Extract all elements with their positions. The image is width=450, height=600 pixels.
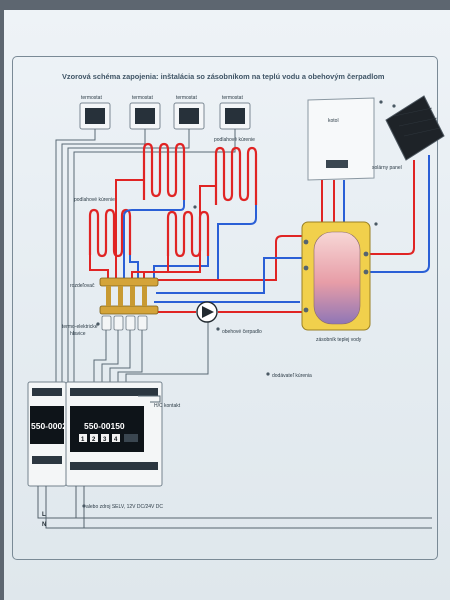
solar-panel: solárny panel xyxy=(372,95,445,171)
supply-main xyxy=(156,235,304,281)
wiring-diagram: termostat termostat termostat termostat xyxy=(27,95,445,529)
hc-contact-label: H/C kontakt xyxy=(154,403,181,409)
module-a-code: 550-00020 xyxy=(31,421,72,431)
heat-source-note: dodávateľ kúrenia xyxy=(266,372,312,379)
hc-contact: H/C kontakt xyxy=(138,395,181,409)
distributor-label: rozdeľovač xyxy=(70,283,95,289)
thermostat-4: termostat xyxy=(219,95,251,130)
line-n-label: N xyxy=(42,522,46,528)
heating-coil-2 xyxy=(214,146,258,205)
thermostat-3: termostat xyxy=(173,95,205,130)
power-note: alebo zdroj SELV, 12V DC/24V DC xyxy=(86,504,163,510)
thermostats: termostat termostat termostat termostat xyxy=(79,95,251,130)
thermostat-label-4: termostat xyxy=(222,95,243,101)
heating-coil-4 xyxy=(166,210,210,258)
heating-coils: podlahové kúrenie podlahové kúrenie xyxy=(74,137,258,258)
thermostat-label-2: termostat xyxy=(132,95,153,101)
heating-coil-1 xyxy=(142,142,186,200)
thermo-valves: termo-elektrické hlavice xyxy=(62,315,148,337)
hot-water-tank: zásobník teplej vody xyxy=(301,221,378,343)
boiler-label: kotol xyxy=(328,118,339,124)
coil-label-left: podlahové kúrenie xyxy=(74,197,115,203)
heat-source-label: dodávateľ kúrenia xyxy=(272,373,312,379)
thermostat-wiring xyxy=(55,129,236,383)
boiler: kotol xyxy=(307,97,383,181)
valve-wiring xyxy=(93,322,209,382)
thermostat-label-1: termostat xyxy=(81,95,102,101)
pipes xyxy=(89,155,430,313)
solar-panel-label: solárny panel xyxy=(372,165,402,171)
line-l-label: L xyxy=(42,512,46,518)
frame xyxy=(12,56,438,560)
page: Vzorová schéma zapojenia: inštalácia so … xyxy=(4,10,450,600)
distributor: rozdeľovač xyxy=(70,277,159,315)
power-lines: L N alebo zdroj SELV, 12V DC/24V DC xyxy=(37,486,432,529)
heating-coil-3 xyxy=(88,208,132,258)
tank-label: zásobník teplej vody xyxy=(316,337,362,343)
circulation-pump: obehové čerpadlo xyxy=(196,301,262,335)
channel-2: 2 xyxy=(92,437,96,443)
control-module-a: 550-00020 xyxy=(27,381,72,487)
pump-label: obehové čerpadlo xyxy=(222,329,262,335)
thermo-valve-label-1: termo-elektrické xyxy=(62,324,98,330)
channel-3: 3 xyxy=(103,437,107,443)
channel-4: 4 xyxy=(114,437,118,443)
coil-label-top: podlahové kúrenie xyxy=(214,137,255,143)
diagram-title: Vzorová schéma zapojenia: inštalácia so … xyxy=(62,72,385,81)
thermostat-1: termostat xyxy=(79,95,111,130)
module-b-code: 550-00150 xyxy=(84,421,125,431)
channel-1: 1 xyxy=(81,437,85,443)
thermostat-2: termostat xyxy=(129,95,161,130)
thermostat-label-3: termostat xyxy=(176,95,197,101)
control-module-b: 550-00150 1 2 3 4 xyxy=(65,381,163,487)
return-main xyxy=(156,257,304,294)
thermo-valve-label-2: hlavice xyxy=(70,331,86,337)
